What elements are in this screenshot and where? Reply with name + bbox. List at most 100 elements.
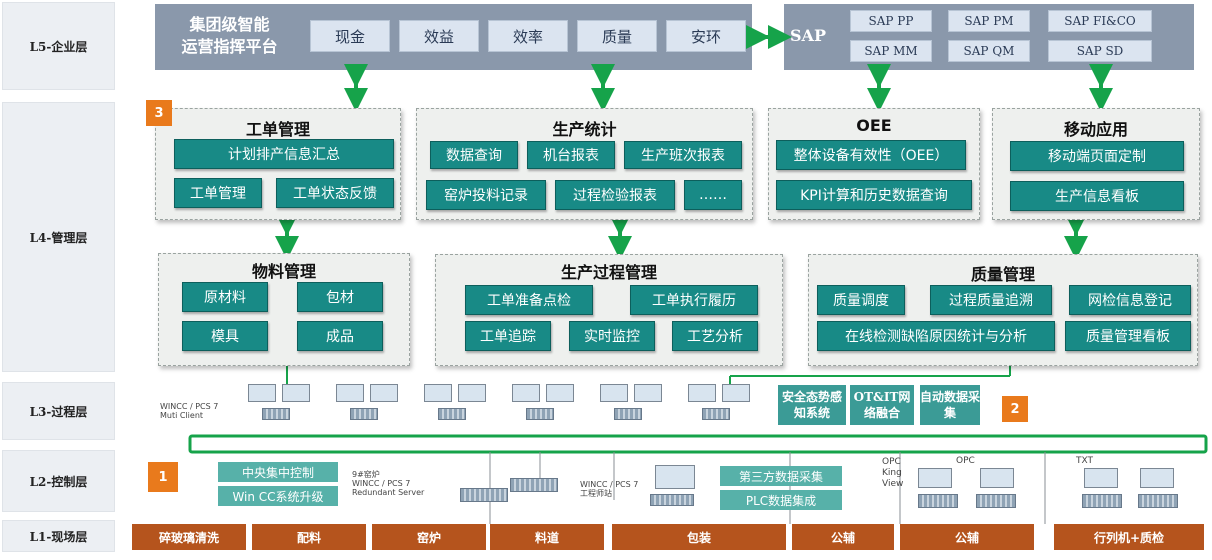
oee-title: OEE bbox=[856, 116, 892, 135]
material-mold[interactable]: 模具 bbox=[182, 321, 268, 351]
mobile-title: 移动应用 bbox=[1063, 120, 1128, 139]
sap-qm: SAP QM bbox=[948, 40, 1030, 62]
l1-utilities-2: 公辅 bbox=[900, 524, 1034, 550]
quality-board[interactable]: 质量管理看板 bbox=[1065, 321, 1191, 351]
l3-server-1 bbox=[262, 408, 290, 420]
process-exec-history[interactable]: 工单执行履历 bbox=[630, 285, 758, 315]
l2-opc-server-2 bbox=[976, 494, 1016, 508]
l1-kiln: 窑炉 bbox=[372, 524, 486, 550]
work-order-title: 工单管理 bbox=[245, 120, 310, 139]
work-order-management[interactable]: 工单管理 bbox=[174, 178, 262, 208]
material-title: 物料管理 bbox=[251, 262, 316, 281]
l3-monitor-12 bbox=[722, 384, 750, 402]
l2-opc-server-1 bbox=[918, 494, 958, 508]
l2-central-control[interactable]: 中央集中控制 bbox=[218, 462, 338, 482]
sap-pp: SAP PP bbox=[850, 10, 932, 32]
l5-item-efficiency: 效率 bbox=[488, 20, 568, 52]
quality-dispatch[interactable]: 质量调度 bbox=[817, 285, 905, 315]
l2-eng-server bbox=[650, 494, 694, 506]
l2-server-label-line2: WINCC / PCS 7 bbox=[352, 479, 411, 488]
sap-title: SAP bbox=[790, 26, 826, 45]
mobile-page-custom[interactable]: 移动端页面定制 bbox=[1010, 141, 1184, 171]
l3-client-label: WINCC / PCS 7 Muti Client bbox=[160, 402, 218, 420]
l5-item-cash: 现金 bbox=[310, 20, 390, 52]
process-tracking[interactable]: 工单追踪 bbox=[465, 321, 551, 351]
l3-security-awareness[interactable]: 安全态势感知系统 bbox=[778, 385, 846, 425]
l2-opc-king-line3: View bbox=[882, 479, 904, 489]
l3-monitor-7 bbox=[512, 384, 540, 402]
l3-server-3 bbox=[438, 408, 466, 420]
stats-data-query[interactable]: 数据查询 bbox=[430, 141, 518, 169]
stats-machine-report[interactable]: 机台报表 bbox=[527, 141, 615, 169]
l5-platform-title-line2: 运营指挥平台 bbox=[181, 37, 278, 56]
l3-monitor-6 bbox=[458, 384, 486, 402]
material-packaging[interactable]: 包材 bbox=[297, 282, 383, 312]
l1-forehearth: 料道 bbox=[490, 524, 604, 550]
l1-batching: 配料 bbox=[252, 524, 366, 550]
quality-net-inspect-register[interactable]: 网检信息登记 bbox=[1069, 285, 1191, 315]
oee-kpi-history[interactable]: KPI计算和历史数据查询 bbox=[776, 180, 972, 210]
badge-3: 3 bbox=[146, 100, 172, 126]
stats-kiln-feed-record[interactable]: 窑炉投料记录 bbox=[426, 180, 546, 210]
quality-traceback[interactable]: 过程质量追溯 bbox=[930, 285, 1052, 315]
quality-defect-analysis[interactable]: 在线检测缺陷原因统计与分析 bbox=[817, 321, 1055, 351]
l2-wincc-upgrade[interactable]: Win CC系统升级 bbox=[218, 486, 338, 506]
l5-item-benefit: 效益 bbox=[399, 20, 479, 52]
l2-server-label: 9#窑炉 WINCC / PCS 7 Redundant Server bbox=[352, 470, 424, 497]
process-monitoring[interactable]: 实时监控 bbox=[569, 321, 655, 351]
material-raw[interactable]: 原材料 bbox=[182, 282, 268, 312]
l2-opc-king: OPC King View bbox=[882, 457, 903, 490]
l2-eng-label: WINCC / PCS 7 工程师站 bbox=[580, 480, 638, 498]
l2-opc-monitor-2 bbox=[980, 468, 1014, 488]
badge-2: 2 bbox=[1002, 396, 1028, 422]
l3-monitor-8 bbox=[546, 384, 574, 402]
l2-opc-king-line1: OPC bbox=[882, 457, 901, 467]
l2-plc-integration[interactable]: PLC数据集成 bbox=[720, 490, 842, 510]
work-order-status-feedback[interactable]: 工单状态反馈 bbox=[276, 178, 394, 208]
l2-opc-monitor-1 bbox=[918, 468, 952, 488]
l2-txt-monitor-2 bbox=[1140, 468, 1174, 488]
l3-client-label-line1: WINCC / PCS 7 bbox=[160, 402, 219, 411]
work-order-plan-summary[interactable]: 计划排产信息汇总 bbox=[174, 139, 394, 169]
layer-label-l4: L4-管理层 bbox=[2, 102, 115, 372]
l3-auto-data-collection[interactable]: 自动数据采集 bbox=[920, 385, 980, 425]
stats-inspection-report[interactable]: 过程检验报表 bbox=[555, 180, 675, 210]
process-prep-check[interactable]: 工单准备点检 bbox=[465, 285, 593, 315]
l3-monitor-2 bbox=[282, 384, 310, 402]
l1-is-machine-inspection: 行列机+质检 bbox=[1054, 524, 1204, 550]
l2-eng-label-line1: WINCC / PCS 7 bbox=[580, 480, 639, 489]
layer-label-l5: L5-企业层 bbox=[2, 2, 115, 90]
l2-opc-king-line2: King bbox=[882, 468, 902, 478]
mobile-production-board[interactable]: 生产信息看板 bbox=[1010, 181, 1184, 211]
layer-label-l3: L3-过程层 bbox=[2, 382, 115, 440]
l2-eng-monitor bbox=[655, 465, 695, 489]
sap-sd: SAP SD bbox=[1048, 40, 1152, 62]
sap-pm: SAP PM bbox=[948, 10, 1030, 32]
l2-txt: TXT bbox=[1076, 456, 1094, 466]
l2-bus-bar bbox=[188, 434, 1208, 454]
l1-packaging: 包装 bbox=[612, 524, 786, 550]
l3-workstations bbox=[248, 384, 778, 426]
l2-redundant-server-1 bbox=[460, 488, 508, 502]
l3-ot-it-fusion[interactable]: OT&IT网络融合 bbox=[850, 385, 914, 425]
l2-txt-monitor-1 bbox=[1084, 468, 1118, 488]
l3-server-2 bbox=[350, 408, 378, 420]
material-finished[interactable]: 成品 bbox=[297, 321, 383, 351]
production-stats-title: 生产统计 bbox=[552, 120, 617, 139]
process-title: 生产过程管理 bbox=[560, 263, 657, 282]
l5-platform-title-line1: 集团级智能 bbox=[189, 15, 270, 34]
l2-third-party[interactable]: 第三方数据采集 bbox=[720, 466, 842, 486]
l3-server-5 bbox=[614, 408, 642, 420]
stats-more[interactable]: …… bbox=[684, 180, 742, 210]
l5-item-safety: 安环 bbox=[666, 20, 746, 52]
l3-monitor-3 bbox=[336, 384, 364, 402]
stats-shift-report[interactable]: 生产班次报表 bbox=[624, 141, 742, 169]
l2-eng-label-line2: 工程师站 bbox=[580, 489, 612, 498]
l5-platform-title: 集团级智能 运营指挥平台 bbox=[162, 14, 297, 58]
l3-monitor-11 bbox=[688, 384, 716, 402]
l2-redundant-server-2 bbox=[510, 478, 558, 492]
layer-label-l1: L1-现场层 bbox=[2, 520, 115, 552]
process-analysis[interactable]: 工艺分析 bbox=[672, 321, 758, 351]
oee-overall[interactable]: 整体设备有效性（OEE） bbox=[776, 140, 966, 170]
